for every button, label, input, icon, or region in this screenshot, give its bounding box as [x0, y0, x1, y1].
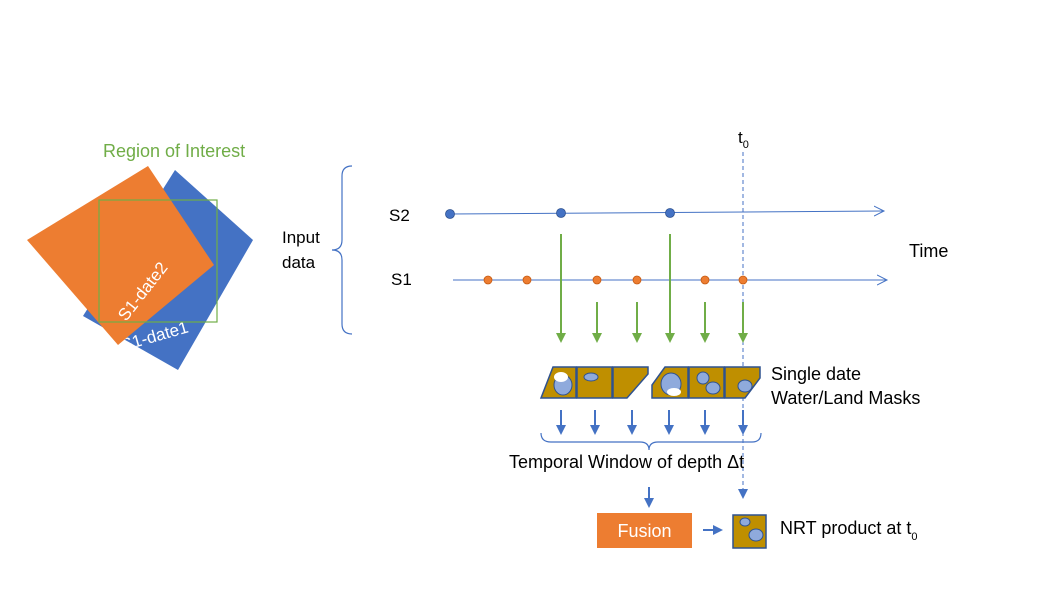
mask-tile: [651, 366, 689, 399]
roi-title: Region of Interest: [103, 141, 245, 161]
s1-label: S1: [391, 270, 412, 289]
s2-label: S2: [389, 206, 410, 225]
t0-label: t0: [738, 128, 749, 151]
masks-label-line2: Water/Land Masks: [771, 388, 920, 408]
s1-acquisition-point: [700, 275, 710, 285]
water-land-mask-tiles: [539, 366, 761, 399]
temporal-window-brace: [540, 432, 762, 451]
s1-acquisition-point: [592, 275, 602, 285]
mask-tile: [724, 366, 761, 399]
s2-acquisition-point: [556, 208, 566, 218]
fusion-box: Fusion: [597, 513, 692, 548]
mask-tile: [612, 366, 649, 399]
s1-acquisition-point: [483, 275, 493, 285]
s1-date2-scene: [27, 166, 214, 345]
s2-acquisition-point: [665, 208, 675, 218]
s1-acquisition-point: [522, 275, 532, 285]
s2-acquisition-point: [445, 209, 455, 219]
masks-label-line1: Single date: [771, 364, 861, 384]
nrt-product-label: NRT product at t0: [780, 518, 918, 543]
input-data-label-line2: data: [282, 253, 316, 272]
mask-tile: [576, 366, 613, 399]
time-label: Time: [909, 241, 948, 261]
nrt-product-tile: [732, 514, 767, 549]
temporal-window-label: Temporal Window of depth Δt: [509, 452, 744, 472]
mask-tile: [688, 366, 725, 399]
s1-acquisition-point: [738, 275, 748, 285]
input-data-brace: [331, 165, 353, 335]
fusion-label: Fusion: [617, 521, 671, 541]
roi-rectangle: [98, 199, 218, 323]
mask-tile: [539, 366, 577, 399]
input-data-label-line1: Input: [282, 228, 320, 247]
s1-acquisition-point: [632, 275, 642, 285]
